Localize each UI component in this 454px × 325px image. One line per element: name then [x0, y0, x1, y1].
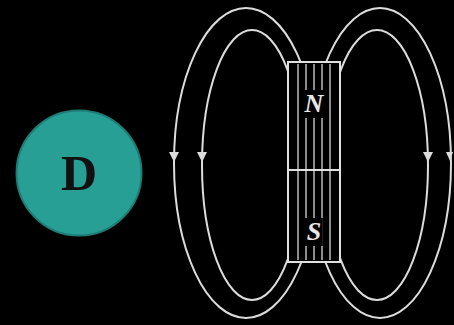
field-line: [309, 8, 451, 318]
bar-magnet: [288, 62, 340, 262]
field-line: [326, 30, 428, 300]
arrowhead: [423, 152, 433, 162]
magnet-stripes: [298, 64, 330, 260]
magnet-body: [288, 62, 340, 262]
circle-outline: [17, 111, 142, 236]
arrowhead: [197, 152, 207, 162]
arrowhead: [169, 152, 179, 162]
pole-label: N: [303, 90, 326, 118]
option-letter: D: [61, 148, 97, 198]
field-lines: [174, 8, 451, 318]
arrowhead: [446, 152, 453, 161]
pole-divider: [288, 169, 340, 171]
letter-circle: D: [15, 109, 143, 237]
pole-label: S: [305, 218, 323, 246]
